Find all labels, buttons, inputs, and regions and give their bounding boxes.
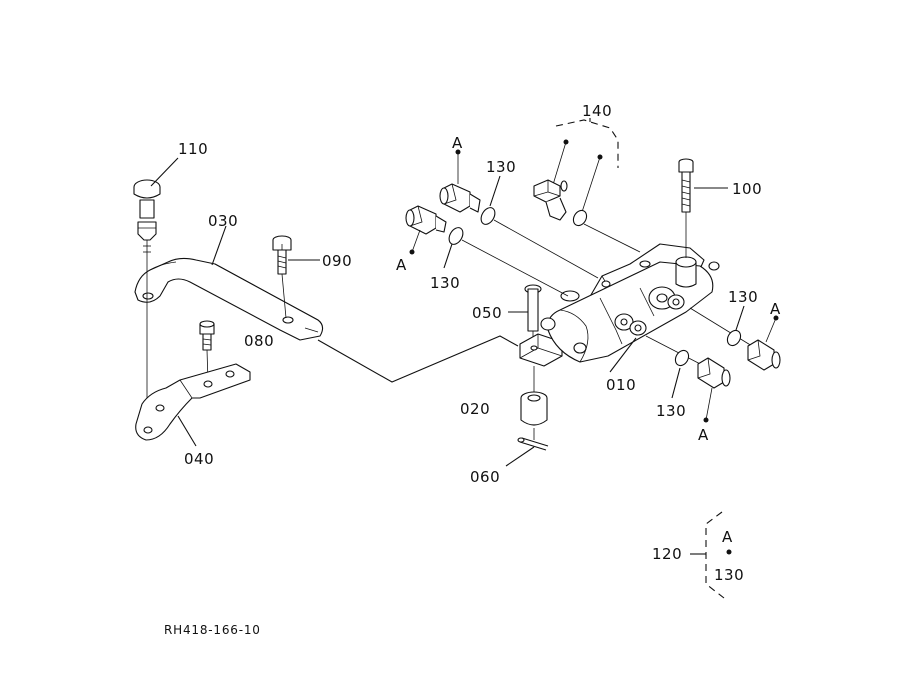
elbow-fitting-140 [533, 179, 568, 221]
fitting-lower-a [697, 357, 731, 421]
pin-050 [524, 284, 542, 342]
assembly-line-right [689, 307, 753, 347]
label-130-right: 130 [728, 288, 758, 306]
fitting-upper-a [439, 153, 481, 213]
label-010: 010 [606, 376, 636, 394]
bolt-100 [678, 158, 694, 258]
fitting-right-a [747, 317, 781, 371]
label-020: 020 [460, 400, 490, 418]
link-line [317, 335, 519, 383]
label-130-kit: 130 [714, 566, 744, 584]
bracket-040 [135, 363, 251, 441]
label-a-lower: A [698, 426, 709, 444]
fitting-left-a [405, 205, 447, 253]
label-110: 110 [178, 140, 208, 158]
label-040: 040 [184, 450, 214, 468]
cylinder-body-010 [540, 243, 720, 363]
label-100: 100 [732, 180, 762, 198]
leader-060 [505, 446, 535, 467]
label-a-upper: A [452, 134, 463, 152]
leader-040 [177, 415, 197, 447]
leader-130-lower [671, 367, 681, 399]
leader-130-right [735, 305, 745, 331]
label-a-right: A [770, 300, 781, 318]
assembly-line-lower [645, 335, 709, 369]
label-060: 060 [470, 468, 500, 486]
label-080: 080 [244, 332, 274, 350]
leader-110 [150, 157, 179, 187]
kit-bracket-120 [705, 511, 725, 599]
bushing-020 [520, 391, 548, 440]
label-120: 120 [652, 545, 682, 563]
label-140: 140 [582, 102, 612, 120]
fork-yoke [519, 333, 563, 392]
bolt-090 [272, 235, 292, 319]
o-ring-130-lower [674, 349, 690, 367]
leader-130-left [443, 243, 453, 269]
o-ring-140 [572, 209, 588, 227]
leader-030 [211, 225, 227, 266]
leader-130-upper [489, 175, 501, 207]
o-ring-130-right [726, 329, 742, 347]
leader-010 [609, 337, 637, 373]
label-090: 090 [322, 252, 352, 270]
label-130-upper: 130 [486, 158, 516, 176]
lever-030 [134, 257, 324, 341]
label-a-kit: A [722, 528, 733, 546]
o-ring-130-upper [480, 207, 496, 225]
drawing-number: RH418-166-10 [164, 623, 261, 637]
label-030: 030 [208, 212, 238, 230]
label-a-left: A [396, 256, 407, 274]
label-130-left: 130 [430, 274, 460, 292]
knob-110 [133, 179, 161, 262]
label-050: 050 [472, 304, 502, 322]
cotter-pin-060 [517, 437, 549, 451]
o-ring-130-left [448, 227, 464, 245]
label-130-lower: 130 [656, 402, 686, 420]
